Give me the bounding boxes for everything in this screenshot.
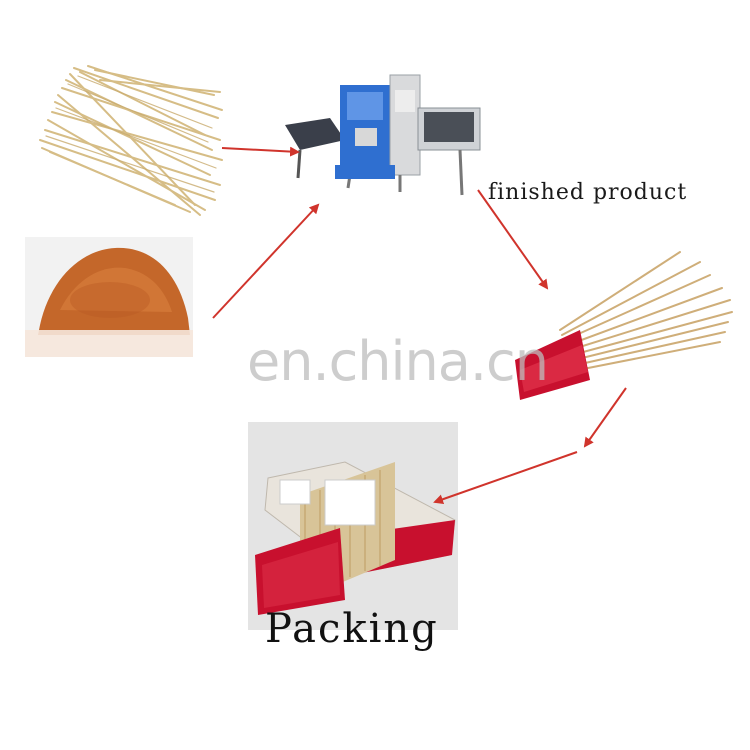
arrow-machine-to-product [477, 189, 549, 290]
packing-label: Packing [265, 606, 439, 652]
arrow-to-packing [433, 451, 578, 505]
packed-incense-image [248, 422, 458, 630]
incense-making-machine-image [285, 74, 481, 196]
arrow-product-down [583, 387, 627, 448]
watermark: en.china.cn [247, 330, 549, 393]
arrow-powder-to-machine [212, 203, 320, 319]
bamboo-sticks-image [39, 65, 223, 216]
arrow-sticks-to-machine [221, 146, 300, 157]
finished-product-label: finished product [488, 180, 688, 205]
incense-powder-image [25, 237, 193, 357]
finished-incense-sticks-image [515, 251, 733, 400]
